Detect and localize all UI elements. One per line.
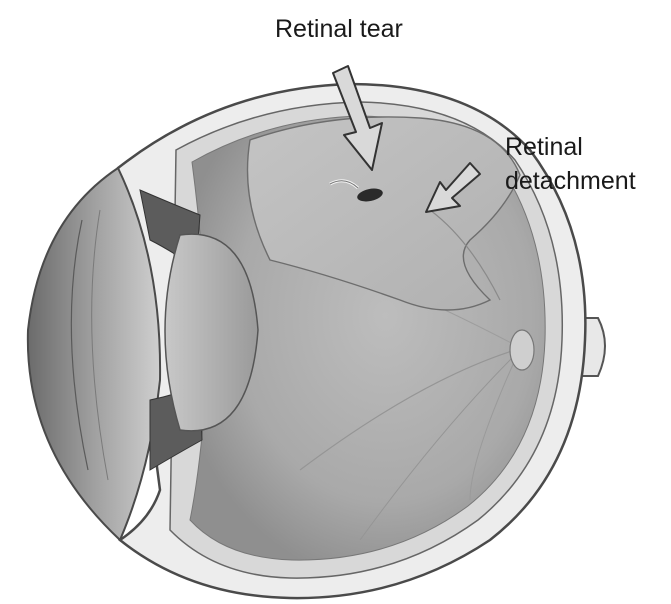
retinal-tear-label: Retinal tear xyxy=(275,14,403,44)
cornea xyxy=(28,168,160,540)
retinal-detachment-label-line2: detachment xyxy=(505,166,636,196)
retinal-detachment-label-line1: Retinal xyxy=(505,132,583,162)
